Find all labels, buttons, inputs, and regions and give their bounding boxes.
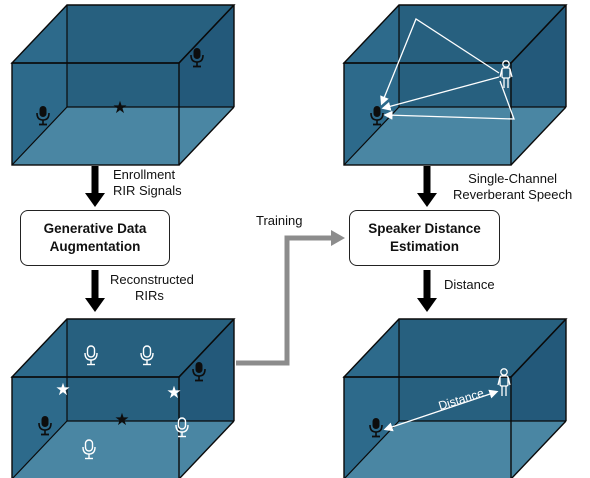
source-star-icon: ★ — [55, 380, 70, 400]
direct-path — [381, 76, 500, 111]
arrow-training — [236, 230, 345, 366]
room-reconstructed: ★ ★ ★ — [11, 318, 235, 478]
reconstructed-label-line1: Reconstructed — [110, 272, 194, 287]
arrow-distance — [417, 270, 437, 312]
arrow-reconstructed — [85, 270, 105, 312]
reconstructed-label: Reconstructed RIRs — [110, 272, 194, 304]
room-distance — [343, 318, 567, 478]
speaker-distance-box: Speaker Distance Estimation — [349, 210, 500, 266]
enrollment-label: Enrollment RIR Signals — [113, 167, 182, 199]
distance-output-label: Distance — [444, 277, 495, 292]
speaker-box-line2: Estimation — [389, 239, 459, 254]
generative-box-line2: Augmentation — [49, 239, 141, 254]
speaker-box-line1: Speaker Distance — [368, 221, 481, 236]
enrollment-label-line2: RIR Signals — [113, 183, 182, 198]
speech-label: Single-Channel Reverberant Speech — [453, 171, 572, 203]
distance-arrow — [383, 389, 499, 432]
arrow-enrollment — [85, 166, 105, 207]
speech-label-line1: Single-Channel — [468, 171, 558, 186]
reflection-path — [383, 80, 515, 120]
source-star-icon: ★ — [114, 410, 129, 430]
generative-augmentation-box: Generative Data Augmentation — [20, 210, 170, 266]
room-enrollment: ★ — [11, 4, 235, 166]
speech-label-line2: Reverberant Speech — [453, 187, 573, 202]
arrow-speech — [417, 166, 437, 207]
reflection-path — [380, 18, 500, 106]
source-star-icon: ★ — [112, 98, 127, 118]
generative-box-line1: Generative Data — [43, 221, 147, 236]
training-label: Training — [256, 213, 303, 228]
enrollment-label-line1: Enrollment — [113, 167, 176, 182]
reconstructed-label-line2: RIRs — [135, 288, 164, 303]
room-speech — [343, 4, 567, 166]
source-star-icon: ★ — [166, 383, 181, 403]
